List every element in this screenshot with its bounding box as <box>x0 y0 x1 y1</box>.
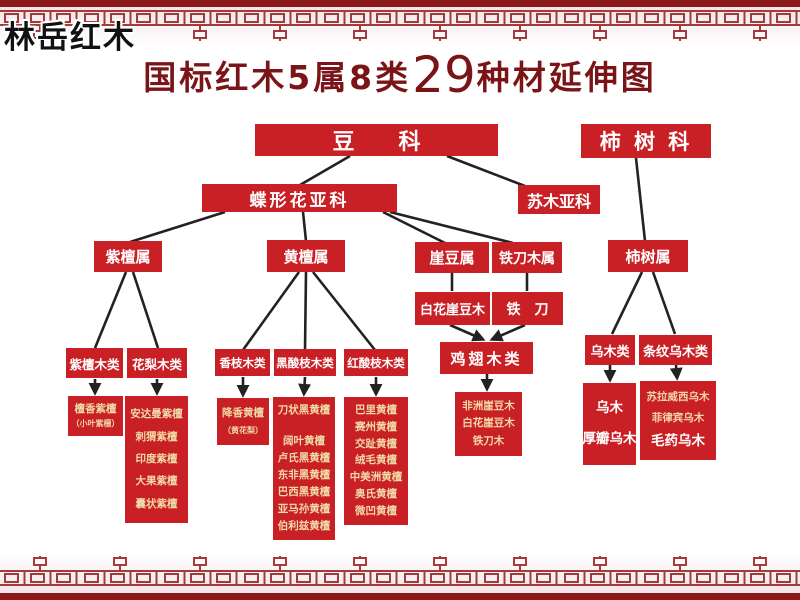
species-list-zitan: 檀香紫檀 （小叶紫檀） <box>68 396 123 436</box>
node-class-tiaowen-wumu: 条纹乌木类 <box>639 335 712 365</box>
title-prefix: 国标红木5属8类 <box>143 58 412 97</box>
node-genus-yadou: 崖豆属 <box>415 242 489 273</box>
node-class-hualimu: 花梨木类 <box>127 348 187 378</box>
species-item: 印度紫檀 <box>135 452 178 465</box>
node-genus-shishu: 柿树属 <box>608 240 688 272</box>
node-baihua-yadoumu: 白花崖豆木 <box>415 292 490 325</box>
node-genus-zitan: 紫檀属 <box>94 241 162 272</box>
node-class-jichimu: 鸡翅木类 <box>440 342 533 374</box>
node-class-zitanmu: 紫檀木类 <box>66 348 123 378</box>
bottom-border-ornament <box>0 552 800 600</box>
species-list-tiaowen: 苏拉威西乌木菲律宾乌木毛药乌木 <box>640 381 716 460</box>
species-item: 刺猬紫檀 <box>135 430 178 443</box>
species-item: 东非黑黄檀 <box>277 469 331 482</box>
node-family-ebony: 柿 树 科 <box>581 124 711 158</box>
species-item: 厚瓣乌木 <box>582 431 637 448</box>
species-item: （黄花梨） <box>223 426 263 436</box>
node-genus-tiedaomu: 铁刀木属 <box>492 242 562 273</box>
node-class-hongsuanzhi: 红酸枝木类 <box>344 349 408 376</box>
watermark-text: 林岳红木 <box>4 20 136 56</box>
title-number: 29 <box>412 46 476 104</box>
species-item: 中美洲黄檀 <box>349 471 403 484</box>
species-item: 菲律宾乌木 <box>651 412 705 425</box>
species-list-hongsuanzhi: 巴里黄檀赛州黄檀交趾黄檀绒毛黄檀中美洲黄檀奥氏黄檀微凹黄檀 <box>344 397 408 525</box>
node-subfamily-caesalpinioideae: 苏木亚科 <box>518 185 600 214</box>
species-item: 亚马孙黄檀 <box>277 503 331 516</box>
species-item: 白花崖豆木 <box>462 417 515 430</box>
species-list-wumu: 乌木厚瓣乌木 <box>582 383 637 465</box>
title-suffix: 种材延伸图 <box>476 58 657 97</box>
node-class-heisuanzhi: 黑酸枝木类 <box>274 349 336 376</box>
species-item: 非洲崖豆木 <box>462 399 515 412</box>
species-item: 奥氏黄檀 <box>355 488 397 501</box>
species-item: 巴西黑黄檀 <box>277 486 331 499</box>
species-item: 安达曼紫檀 <box>130 408 183 421</box>
species-item: 阔叶黄檀 <box>283 435 325 448</box>
species-item: 檀香紫檀 <box>74 402 117 415</box>
species-list-huali: 安达曼紫檀刺猬紫檀印度紫檀大果紫檀囊状紫檀 <box>125 396 188 523</box>
species-item: 伯利兹黄檀 <box>277 520 331 532</box>
species-item: 刀状黑黄檀 <box>277 403 331 416</box>
species-item: 大果紫檀 <box>135 475 178 488</box>
species-item: 囊状紫檀 <box>135 497 178 510</box>
node-subfamily-papilionoideae: 蝶形花亚科 <box>202 184 397 212</box>
species-item: 赛州黄檀 <box>355 420 397 433</box>
node-family-legume: 豆 科 <box>255 124 498 156</box>
species-list-xiangzhi: 降香黄檀 （黄花梨） <box>217 398 269 445</box>
species-item: 毛药乌木 <box>651 432 705 449</box>
species-item: 苏拉威西乌木 <box>646 391 710 404</box>
node-tiedao: 铁 刀 <box>492 292 563 325</box>
node-genus-huangtan: 黄檀属 <box>267 240 345 272</box>
species-item: 铁刀木 <box>472 435 505 448</box>
species-item: 卢氏黑黄檀 <box>277 452 331 465</box>
node-class-xiangzhimu: 香枝木类 <box>215 349 270 376</box>
species-item: 降香黄檀 <box>222 406 264 419</box>
node-class-wumu: 乌木类 <box>585 335 635 365</box>
species-item: 交趾黄檀 <box>355 437 397 450</box>
species-item: （小叶紫檀） <box>71 419 120 429</box>
species-item: 绒毛黄檀 <box>355 454 397 467</box>
species-list-jichi: 非洲崖豆木白花崖豆木铁刀木 <box>455 392 522 456</box>
species-item: 微凹黄檀 <box>355 505 397 518</box>
top-border-ornament <box>0 0 800 46</box>
species-list-heisuanzhi: 刀状黑黄檀阔叶黄檀卢氏黑黄檀东非黑黄檀巴西黑黄檀亚马孙黄檀伯利兹黄檀 <box>273 397 335 540</box>
species-item: 乌木 <box>596 400 623 417</box>
species-item: 巴里黄檀 <box>355 403 397 416</box>
